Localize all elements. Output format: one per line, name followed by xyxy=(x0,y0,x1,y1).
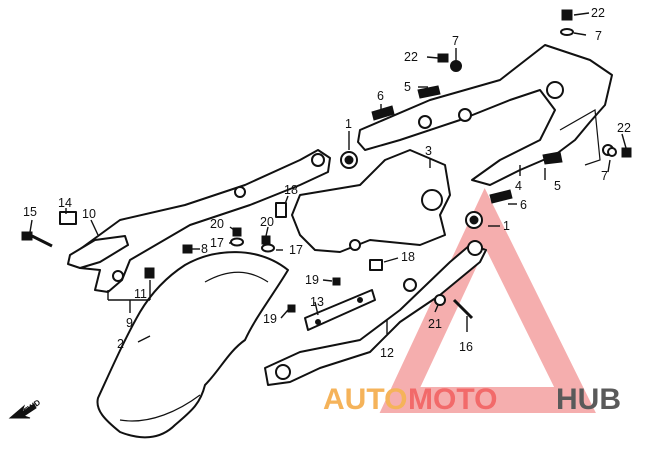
bolt-22c xyxy=(607,147,632,158)
label-part-10: 10 xyxy=(82,207,96,221)
label-part-11: 11 xyxy=(134,287,147,301)
label-part-7c: 7 xyxy=(601,169,608,183)
washer-21 xyxy=(434,294,446,306)
label-part-18a: 18 xyxy=(284,183,298,197)
collar-18a xyxy=(275,202,287,218)
label-part-22b: 22 xyxy=(404,50,418,64)
watermark-triangle xyxy=(379,187,596,413)
label-part-1a: 1 xyxy=(345,117,352,131)
upper-rail xyxy=(357,44,613,186)
label-part-17b: 17 xyxy=(289,243,303,257)
bolt-8 xyxy=(182,244,193,254)
label-part-8: 8 xyxy=(201,242,208,256)
label-part-5a: 5 xyxy=(404,80,411,94)
bolt-15 xyxy=(21,231,53,248)
pad-6a xyxy=(371,105,395,121)
bolt-16 xyxy=(452,298,474,320)
collar-18b xyxy=(369,259,383,271)
pad-5b xyxy=(542,151,563,165)
watermark-logo: AUTO MOTO HUB xyxy=(323,383,621,416)
washer-17b xyxy=(261,243,275,253)
washer-17a xyxy=(230,237,244,247)
callout-labels: 1 1 2 3 4 5 5 6 6 7 7 7 8 9 10 11 12 13 … xyxy=(23,6,631,360)
left-rail xyxy=(71,149,331,293)
lower-rail xyxy=(264,244,487,386)
stud-11 xyxy=(144,267,155,279)
pad-14 xyxy=(59,211,77,225)
label-part-13: 13 xyxy=(310,295,324,309)
label-part-7b: 7 xyxy=(595,29,602,43)
fwd-label: FWD xyxy=(22,398,42,416)
label-part-4: 4 xyxy=(515,179,522,193)
nut-20b xyxy=(261,235,271,245)
rear-fender xyxy=(96,251,289,439)
nut-7a xyxy=(451,61,461,71)
label-part-14: 14 xyxy=(58,196,72,210)
screw-19a xyxy=(332,277,341,286)
watermark-hub: HUB xyxy=(556,383,621,416)
bolt-22a xyxy=(560,9,574,36)
label-part-20b: 20 xyxy=(260,215,274,229)
label-part-17a: 17 xyxy=(210,236,224,250)
screw-19b xyxy=(287,304,296,313)
label-part-6a: 6 xyxy=(377,89,384,103)
bracket xyxy=(67,235,129,269)
label-part-22c: 22 xyxy=(617,121,631,135)
label-part-20a: 20 xyxy=(210,217,224,231)
label-part-16: 16 xyxy=(459,340,473,354)
label-part-19a: 19 xyxy=(305,273,319,287)
label-part-21: 21 xyxy=(428,317,442,331)
nut-20a xyxy=(232,227,242,237)
label-part-1b: 1 xyxy=(503,219,510,233)
label-part-5b: 5 xyxy=(554,179,561,193)
pad-5a xyxy=(417,85,441,99)
label-part-3: 3 xyxy=(425,144,432,158)
leader-lines xyxy=(29,12,627,343)
watermark-moto: MOTO xyxy=(408,383,497,416)
label-part-2: 2 xyxy=(117,337,124,351)
label-part-19b: 19 xyxy=(263,312,277,326)
watermark-auto: AUTO xyxy=(323,383,407,416)
forward-arrow-icon: FWD xyxy=(8,398,42,419)
label-part-15: 15 xyxy=(23,205,37,219)
label-part-9: 9 xyxy=(126,316,133,330)
label-part-18b: 18 xyxy=(401,250,415,264)
label-part-7a: 7 xyxy=(452,34,459,48)
center-frame xyxy=(291,149,451,253)
label-part-22a: 22 xyxy=(591,6,605,20)
label-part-6b: 6 xyxy=(520,198,527,212)
pad-6b xyxy=(489,189,513,204)
label-part-12: 12 xyxy=(380,346,394,360)
